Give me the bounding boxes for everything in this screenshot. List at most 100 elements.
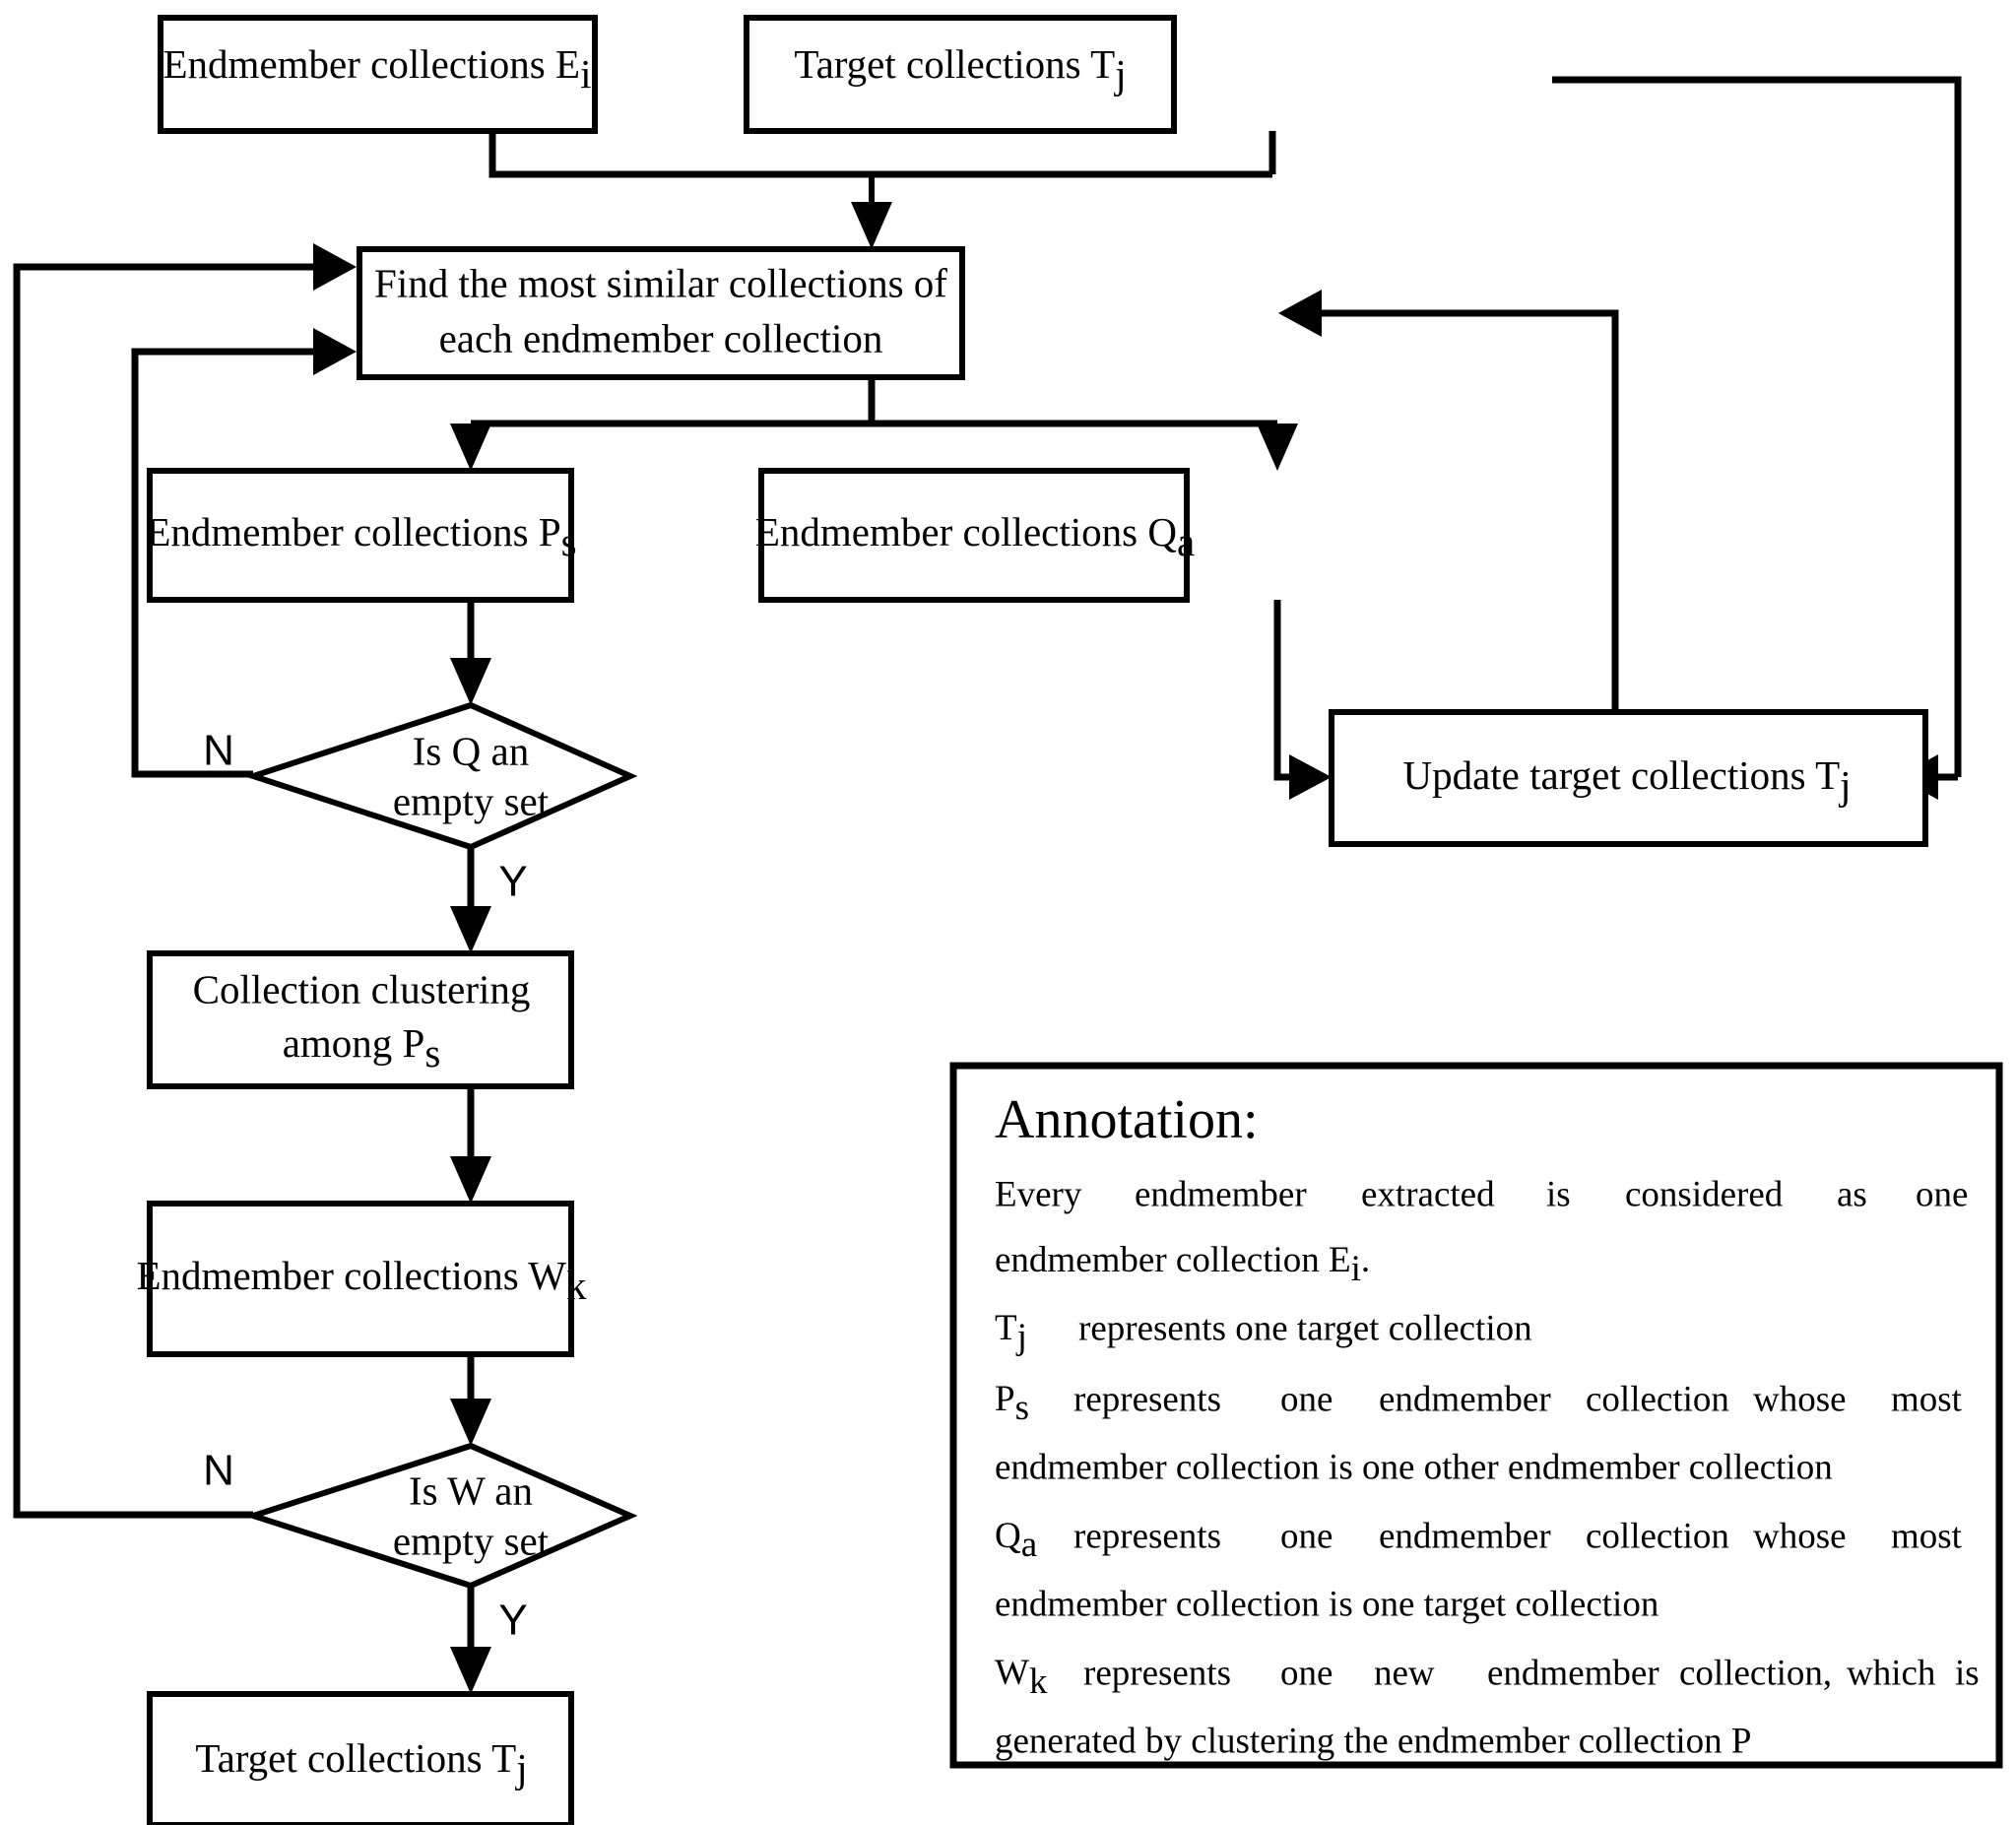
node-find-line2: each endmember collection: [439, 315, 883, 360]
node-target-collections-bottom[interactable]: Target collections Tj: [147, 1691, 574, 1825]
anno-l6-lead: Q: [995, 1516, 1021, 1556]
node-endmember-p-label: Endmember collections P: [146, 509, 560, 554]
node-clustering-line1: Collection clustering: [193, 966, 531, 1011]
node-update-target-collections[interactable]: Update target collections Tj: [1329, 709, 1928, 847]
arrowhead-into-find-left-lower: [313, 328, 357, 375]
anno-l8-lead-sub: k: [1029, 1662, 1048, 1702]
arrowhead-into-update-left: [1289, 754, 1332, 800]
edge-inputs-to-find: [488, 131, 1276, 249]
anno-l4-w3: collection: [1586, 1379, 1729, 1419]
anno-l8-lead: W: [995, 1653, 1029, 1693]
annotation-line-1: Every endmember extracted is considered …: [995, 1174, 1968, 1214]
node-clustering-line2-sub: s: [424, 1030, 440, 1075]
edge-clustering-to-w: [450, 1086, 491, 1204]
node-target-bottom-sub: j: [514, 1745, 527, 1791]
svg-text:among Ps: among Ps: [283, 1020, 441, 1075]
node-decision-w-line1: Is W an: [409, 1467, 533, 1513]
anno-l3-text: represents one target collection: [1078, 1308, 1532, 1348]
node-target-collections-top[interactable]: Target collections Tj: [744, 15, 1177, 134]
svg-text:Update target collections Tj: Update target collections Tj: [1402, 752, 1851, 808]
annotation-line-7: endmember collection is one target colle…: [995, 1584, 1658, 1624]
svg-text:Tj: Tj: [995, 1308, 1027, 1357]
anno-l1-w2: extracted: [1361, 1174, 1495, 1214]
node-endmember-collections-p[interactable]: Endmember collections Ps: [146, 468, 577, 603]
svg-text:Endmember collections Wk: Endmember collections Wk: [137, 1253, 587, 1308]
node-endmember-collections-q[interactable]: Endmember collections Qa: [755, 468, 1195, 603]
anno-l8-w2: new: [1374, 1653, 1435, 1693]
anno-l6-w5: most: [1891, 1516, 1963, 1556]
anno-l4-w0: represents: [1073, 1379, 1221, 1419]
anno-l8-w0: represents: [1083, 1653, 1231, 1693]
anno-l4-lead-sub: s: [1015, 1388, 1029, 1428]
anno-l3-lead: T: [995, 1308, 1017, 1348]
svg-text:Endmember collections Ei: Endmember collections Ei: [163, 41, 592, 97]
edge-label-w-yes: Y: [498, 1597, 527, 1645]
annotation-line-5: endmember collection is one other endmem…: [995, 1447, 1833, 1487]
anno-l8-w3: endmember: [1487, 1653, 1659, 1693]
arrowhead-into-find-top: [851, 202, 892, 249]
anno-l4-w2: endmember: [1379, 1379, 1551, 1419]
svg-text:Ps: Ps: [995, 1379, 1029, 1428]
arrowhead-into-find-left-upper: [313, 243, 357, 291]
edge-decision-q-yes: [450, 847, 491, 953]
node-endmember-w-label: Endmember collections W: [137, 1253, 567, 1298]
edge-label-q-no: N: [203, 727, 234, 775]
edge-find-to-pq: [450, 377, 1298, 471]
node-update-target-label: Update target collections T: [1402, 752, 1840, 798]
node-find-most-similar[interactable]: Find the most similar collections of eac…: [357, 246, 965, 380]
anno-l6-w1: one: [1280, 1516, 1333, 1556]
node-endmember-collections-w[interactable]: Endmember collections Wk: [137, 1201, 587, 1357]
arrowhead-into-p: [450, 424, 491, 471]
annotation-line-9: generated by clustering the endmember co…: [995, 1721, 1752, 1761]
node-endmember-collections-e[interactable]: Endmember collections Ei: [158, 15, 598, 134]
svg-text:Endmember collections Qa: Endmember collections Qa: [755, 509, 1195, 564]
node-decision-q-line2: empty set: [393, 778, 550, 823]
annotation-title: Annotation:: [995, 1089, 1259, 1150]
annotation-box: Annotation: Every endmember extracted is…: [949, 1062, 2003, 1769]
svg-text:Target collections Tj: Target collections Tj: [794, 41, 1126, 97]
svg-text:Target collections Tj: Target collections Tj: [195, 1735, 527, 1791]
node-target-bottom-label: Target collections T: [195, 1735, 516, 1781]
arrowhead-into-target-bottom: [450, 1647, 491, 1694]
svg-text:Wk: Wk: [995, 1653, 1048, 1702]
anno-l2-tail: .: [1361, 1240, 1370, 1280]
anno-l1-w5: as: [1837, 1174, 1867, 1214]
node-target-top-sub: j: [1113, 51, 1126, 97]
node-decision-is-q-empty[interactable]: Is Q an empty set: [243, 701, 638, 851]
anno-l8-w4: collection,: [1679, 1653, 1832, 1693]
anno-l6-w0: represents: [1073, 1516, 1221, 1556]
anno-l1-w4: considered: [1625, 1174, 1784, 1214]
annotation-line-4: Ps represents one endmember collection w…: [995, 1379, 1963, 1428]
node-endmember-q-label: Endmember collections Q: [755, 509, 1177, 554]
anno-l1-w3: is: [1546, 1174, 1571, 1214]
arrowhead-into-clustering: [450, 906, 491, 953]
edge-decision-w-no: [13, 243, 357, 1519]
node-collection-clustering[interactable]: Collection clustering among Ps: [147, 950, 574, 1089]
arrowhead-into-decision-w: [450, 1399, 491, 1446]
arrowhead-into-decision-q: [450, 658, 491, 705]
anno-l4-w5: most: [1891, 1379, 1963, 1419]
anno-l2-sub: i: [1351, 1249, 1361, 1289]
arrowhead-into-find-right: [1278, 290, 1322, 337]
edge-update-to-find: [1278, 290, 1619, 712]
edge-decision-w-yes: [450, 1586, 491, 1694]
edge-label-q-yes: Y: [498, 858, 527, 906]
anno-l6-w3: collection: [1586, 1516, 1729, 1556]
anno-l6-w4: whose: [1753, 1516, 1847, 1556]
edge-p-to-decision-q: [450, 600, 491, 705]
annotation-line-6: Qa represents one endmember collection w…: [995, 1516, 1963, 1565]
annotation-line-8: Wk represents one new endmember collecti…: [995, 1653, 1980, 1702]
anno-l4-w1: one: [1280, 1379, 1333, 1419]
edge-w-to-decision-w: [450, 1354, 491, 1446]
node-decision-is-w-empty[interactable]: Is W an empty set: [243, 1442, 638, 1590]
anno-l2-text: endmember collection E: [995, 1240, 1351, 1280]
anno-l8-w6: is: [1955, 1653, 1980, 1693]
arrowhead-into-w: [450, 1156, 491, 1204]
node-decision-q-line1: Is Q an: [413, 728, 529, 773]
anno-l1-w6: one: [1916, 1174, 1968, 1214]
edge-decision-q-no: [131, 328, 357, 778]
annotation-line-3: Tj represents one target collection: [995, 1308, 1532, 1357]
edge-q-to-update: [1273, 600, 1332, 800]
